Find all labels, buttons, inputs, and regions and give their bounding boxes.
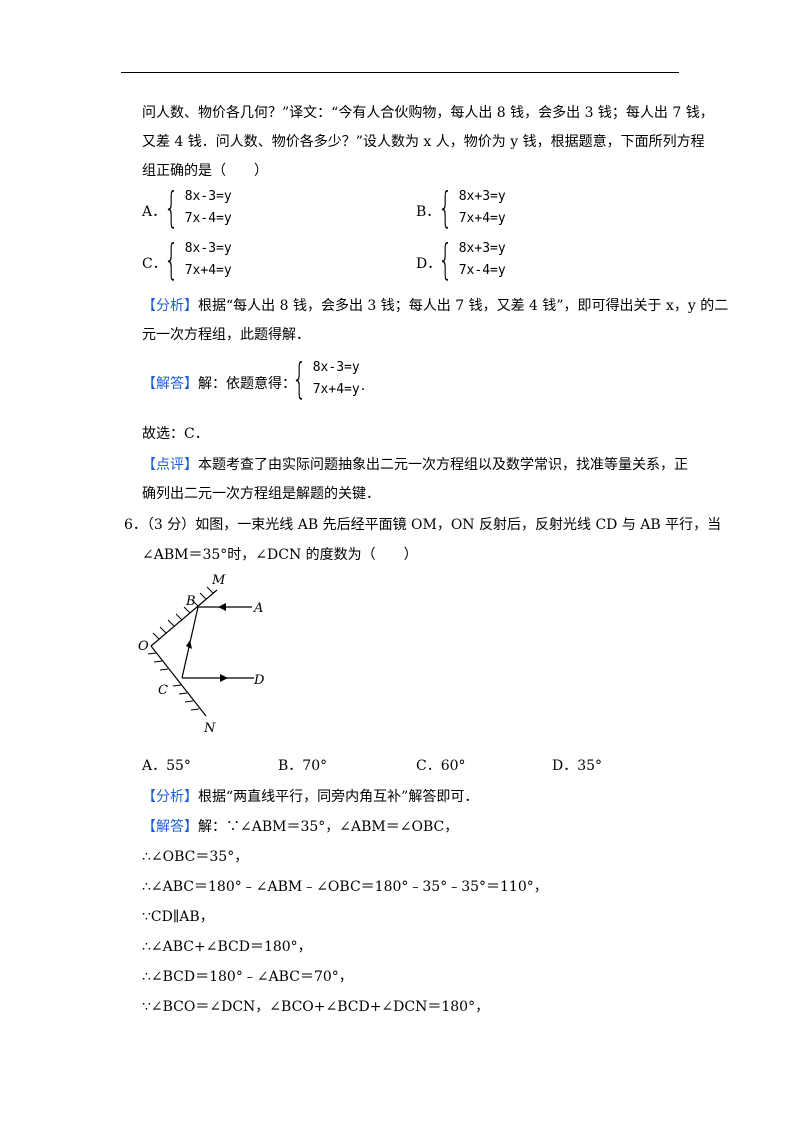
equation: 7x+4=y xyxy=(458,211,506,226)
q6-answer-step-2: ∴∠OBC＝35°， xyxy=(142,849,249,865)
q6-analysis-line: 【分析】根据“两直线平行，同旁内角互补”解答即可． xyxy=(142,789,479,805)
equation: 8x-3=y xyxy=(312,360,360,375)
equation: 8x+3=y xyxy=(458,241,506,256)
header-rule xyxy=(121,72,679,73)
equation: 7x+4=y xyxy=(184,263,232,278)
q6-option-c: C．60° xyxy=(416,758,466,774)
q5-option-b-label: B． xyxy=(416,204,441,220)
q6-answer-step-3: ∴∠ABC＝180°﹣∠ABM﹣∠OBC＝180°﹣35°﹣35°＝110°， xyxy=(142,879,548,895)
label-o: O xyxy=(138,639,149,654)
q6-answer-step-4: ∵CD∥AB， xyxy=(142,909,214,925)
q5-text-line-2: 又差 4 钱．问人数、物价各多少？”设人数为 x 人，物价为 y 钱，根据题意，… xyxy=(142,134,705,150)
q6-answer-step-1: 【解答】解：∵∠ABM＝35°，∠ABM＝∠OBC， xyxy=(142,819,459,835)
period: . xyxy=(360,378,366,394)
equation: 8x-3=y xyxy=(184,189,232,204)
label-c: C xyxy=(158,683,168,698)
q5-option-a-label: A． xyxy=(142,204,167,220)
label-d: D xyxy=(253,673,265,688)
q5-answer-line: 【解答】解：依题意得： xyxy=(142,376,296,392)
mirror-on-hatches xyxy=(147,652,200,711)
q6-option-a: A．55° xyxy=(142,758,191,774)
equation: 7x-4=y xyxy=(184,211,232,226)
equation: 8x-3=y xyxy=(184,241,232,256)
q5-text-line-3: 组正确的是（ ） xyxy=(142,163,268,179)
q5-option-c-label: C． xyxy=(142,256,167,272)
q5-comment-line-2: 确列出二元一次方程组是解题的关键． xyxy=(142,486,380,502)
q5-option-d-system: { 8x+3=y 7x-4=y xyxy=(438,238,506,282)
mirror-om-hatches xyxy=(152,586,214,640)
analysis-tag: 【分析】 xyxy=(142,789,198,805)
q5-comment-line-1: 【点评】本题考查了由实际问题抽象出二元一次方程组以及数学常识，找准等量关系，正 xyxy=(142,457,688,473)
q5-text-line-1: 问人数、物价各几何？”译文：“今有人合伙购物，每人出 8 钱，会多出 3 钱；每… xyxy=(142,105,714,121)
brace-icon: { xyxy=(164,235,179,284)
q6-text-line-1: 6．（3 分）如图，一束光线 AB 先后经平面镜 OM，ON 反射后，反射光线 … xyxy=(124,517,722,533)
mirror-om xyxy=(150,589,218,647)
q5-option-b-system: { 8x+3=y 7x+4=y xyxy=(438,186,506,230)
q6-option-d: D．35° xyxy=(552,758,603,774)
brace-icon: { xyxy=(292,354,307,403)
arrow-icon xyxy=(186,640,192,649)
q5-analysis-line-1: 【分析】根据“每人出 8 钱，会多出 3 钱；每人出 7 钱，又差 4 钱”，即… xyxy=(142,298,729,314)
label-a: A xyxy=(253,601,263,616)
brace-icon: { xyxy=(164,183,179,232)
q5-analysis-line-2: 元一次方程组，此题得解． xyxy=(142,327,310,343)
arrow-icon xyxy=(220,674,228,682)
equation: 7x+4=y xyxy=(312,382,360,397)
q5-option-d-label: D． xyxy=(416,256,442,272)
answer-tag: 【解答】 xyxy=(142,376,198,392)
brace-icon: { xyxy=(438,183,453,232)
q5-option-a-system: { 8x-3=y 7x-4=y xyxy=(164,186,232,230)
label-m: M xyxy=(211,574,226,588)
equation: 8x+3=y xyxy=(458,189,506,204)
q6-option-b: B．70° xyxy=(278,758,328,774)
label-n: N xyxy=(203,721,216,734)
q6-answer-step-5: ∴∠ABC+∠BCD＝180°， xyxy=(142,939,312,955)
comment-tag: 【点评】 xyxy=(142,457,198,473)
q6-answer-step-6: ∴∠BCD＝180°﹣∠ABC＝70°， xyxy=(142,969,353,985)
mirror-reflection-figure: M B A O C D N xyxy=(138,574,265,734)
q6-answer-step-7: ∵∠BCO＝∠DCN，∠BCO+∠BCD+∠DCN＝180°， xyxy=(142,999,490,1015)
equation: 7x-4=y xyxy=(458,263,506,278)
brace-icon: { xyxy=(438,235,453,284)
analysis-tag: 【分析】 xyxy=(142,298,198,314)
label-b: B xyxy=(185,594,196,609)
q5-answer-system: { 8x-3=y 7x+4=y . xyxy=(292,357,365,401)
q5-choice: 故选：C． xyxy=(142,426,209,442)
arrow-icon xyxy=(218,603,226,611)
q6-text-line-2: ∠ABM＝35°时，∠DCN 的度数为（ ） xyxy=(142,547,418,563)
q5-option-c-system: { 8x-3=y 7x+4=y xyxy=(164,238,232,282)
mirror-on xyxy=(150,645,207,717)
answer-tag: 【解答】 xyxy=(142,819,198,835)
